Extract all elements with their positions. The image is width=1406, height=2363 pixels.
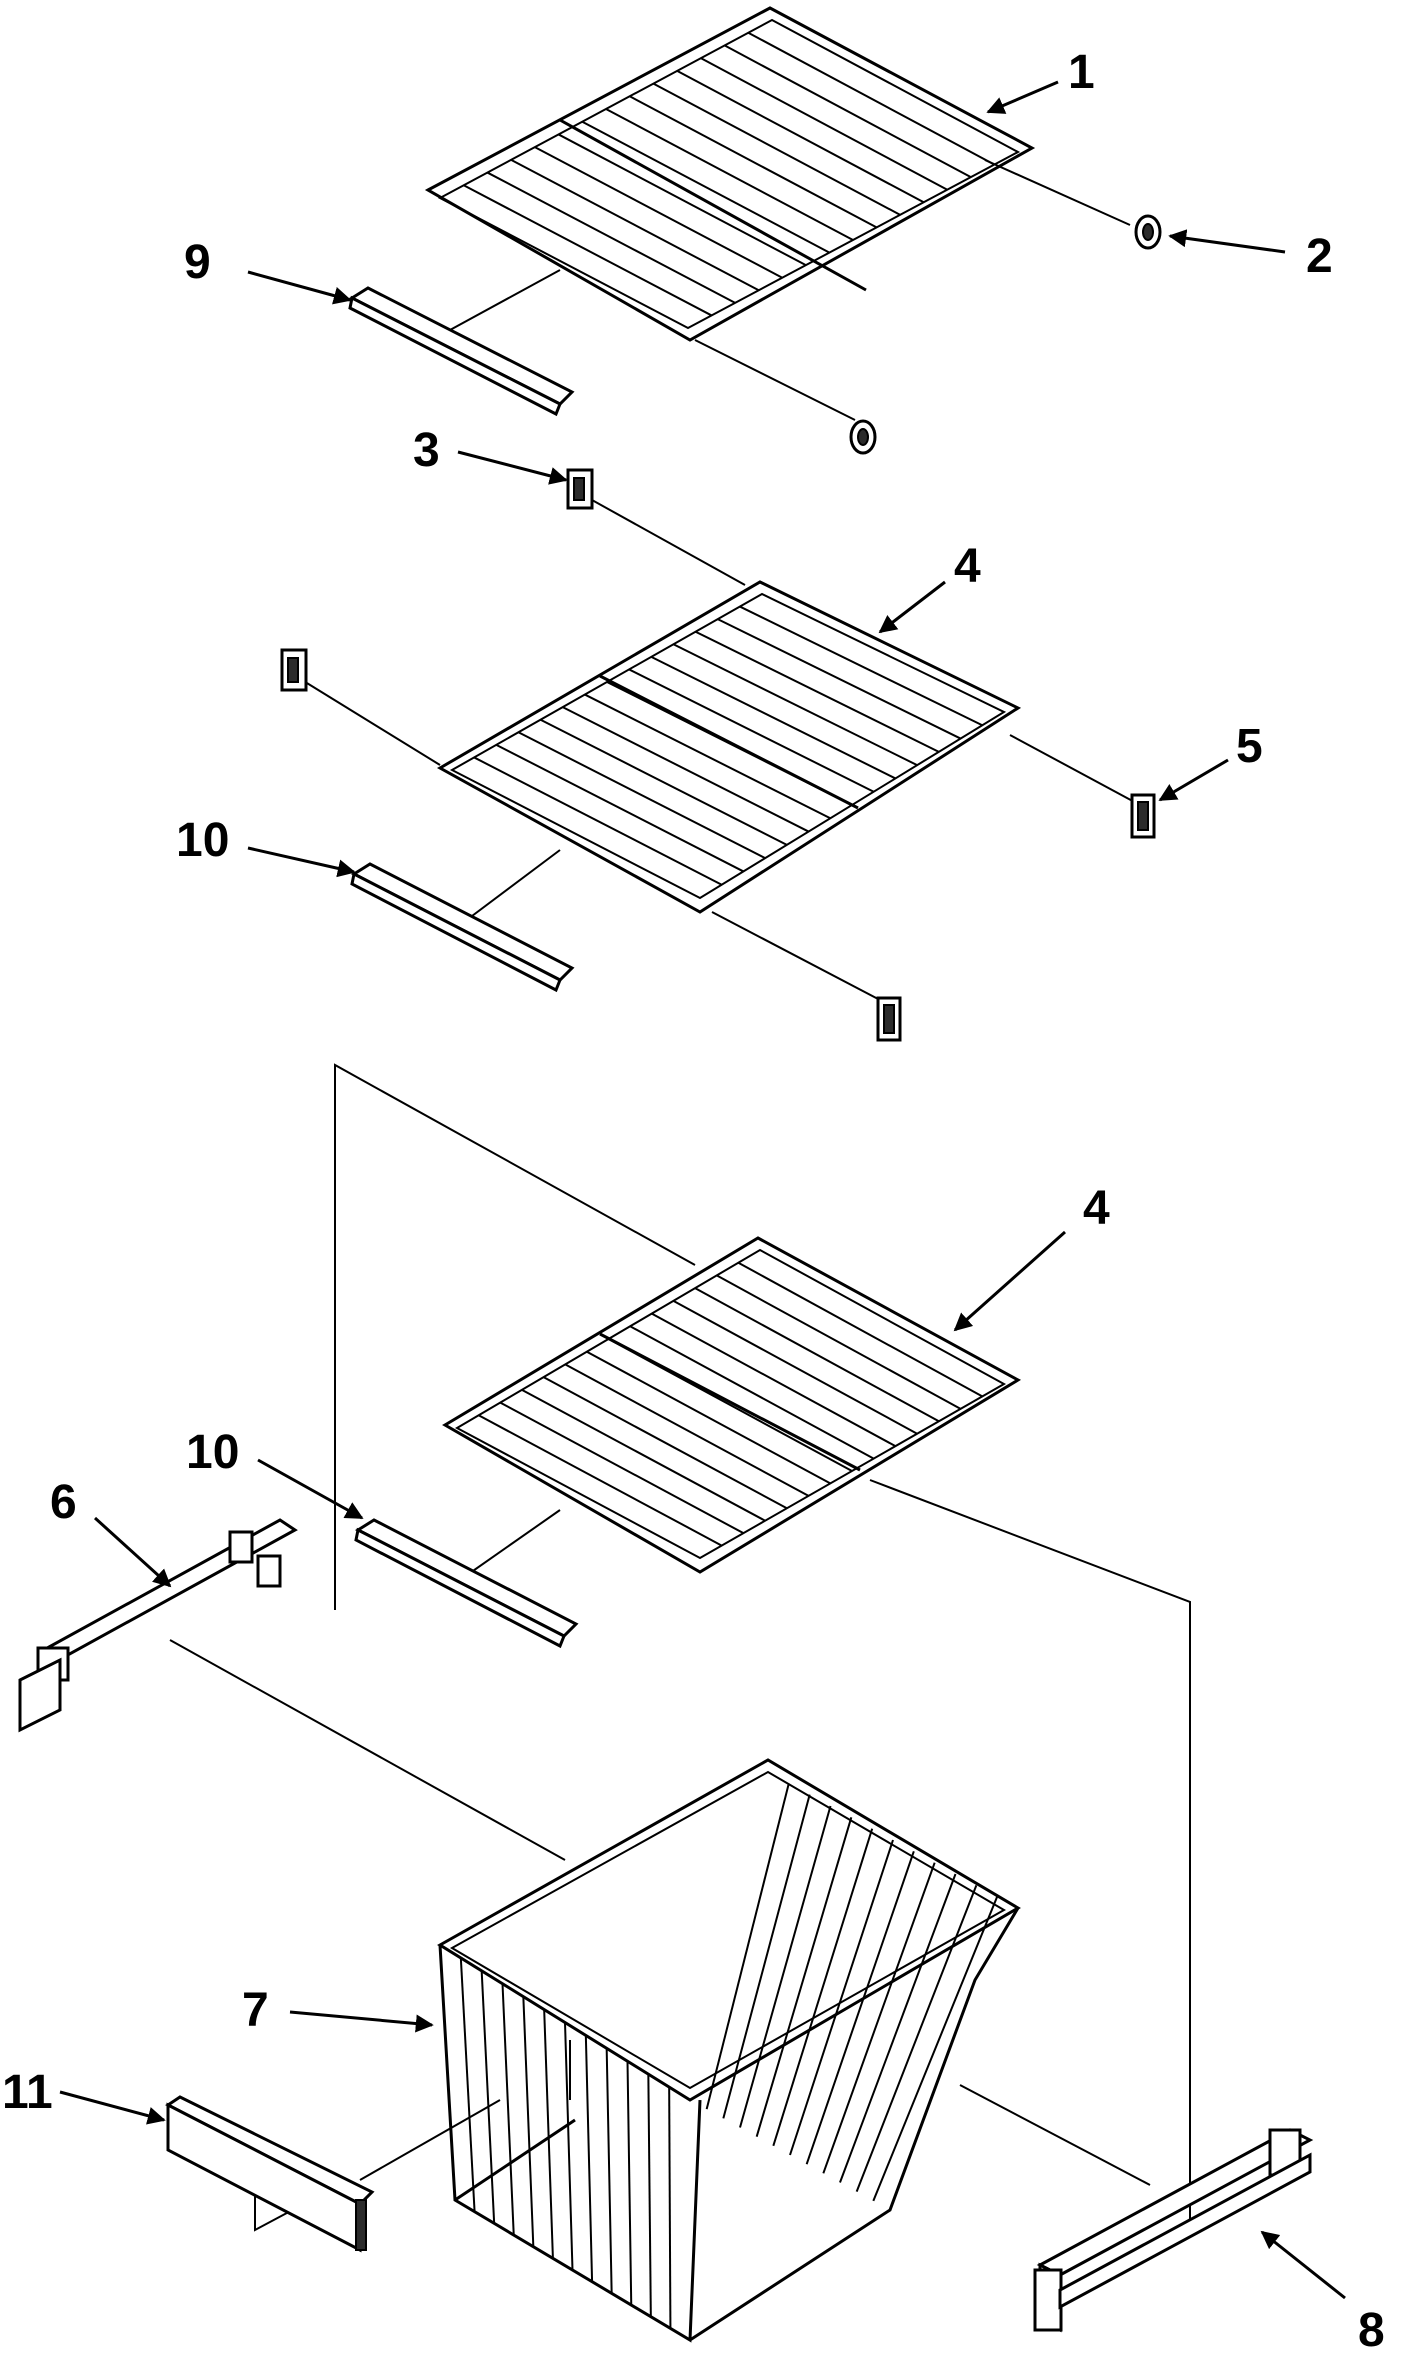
shelf-support-clip	[876, 996, 902, 1042]
wire-rod	[521, 1388, 766, 1522]
callout-leaders	[59, 80, 1346, 2300]
shelf-trim-9	[348, 286, 575, 417]
callout-10-lower: 10	[186, 1426, 239, 1479]
wire-rod	[651, 1312, 896, 1448]
wire-rod	[717, 618, 962, 740]
wire-rod	[737, 1261, 983, 1398]
wire-rod	[486, 171, 736, 304]
wire-rod	[605, 108, 854, 241]
wire-basket	[437, 1758, 1021, 2343]
callout-labels: 1 2 3 4 4 5 6 7 8 9 10 10 11	[2, 46, 1385, 2357]
basket-rod	[772, 1828, 874, 2147]
wire-rod	[695, 630, 940, 753]
callout-5: 5	[1236, 720, 1263, 773]
basket-rod	[668, 2087, 672, 2329]
guide-line	[449, 269, 561, 331]
wire-rod	[463, 184, 713, 317]
wire-rod	[564, 1363, 810, 1497]
wire-rod	[510, 158, 760, 292]
wire-rod	[478, 1414, 723, 1547]
wire-rod	[739, 605, 983, 727]
wire-shelf-middle	[436, 580, 1022, 914]
shelf-clip	[1134, 214, 1162, 250]
callout-1: 1	[1068, 46, 1095, 99]
callout-4-upper: 4	[954, 540, 981, 593]
basket-front-trim	[165, 2095, 375, 2253]
guide-line	[694, 339, 856, 421]
basket-rod	[855, 1884, 978, 2193]
callout-3: 3	[413, 424, 440, 477]
wire-shelf-top	[424, 6, 1036, 342]
wire-rod	[672, 1299, 918, 1435]
callout-8: 8	[1358, 2304, 1385, 2357]
basket-rod	[480, 1970, 496, 2224]
basket-rod	[584, 2035, 594, 2282]
wire-rod	[652, 82, 901, 216]
wire-rod	[499, 1401, 744, 1535]
wire-rod	[694, 1287, 940, 1423]
basket-rod	[564, 2022, 574, 2271]
wire-rod	[534, 146, 783, 279]
basket-rod	[839, 1873, 957, 2183]
shelf-trim-10	[350, 862, 575, 993]
wire-shelf-lower	[442, 1236, 1022, 1574]
wire-rod	[650, 655, 896, 780]
wire-rod	[517, 731, 766, 860]
guide-line	[984, 159, 1131, 226]
shelf-support-clip	[280, 648, 308, 692]
basket-rod	[739, 1805, 832, 2128]
basket-rod	[501, 1983, 515, 2236]
basket-rod	[822, 1862, 936, 2174]
wire-rod	[628, 668, 875, 793]
wire-rod	[584, 693, 831, 820]
basket-rod	[755, 1817, 853, 2137]
left-basket-rail	[18, 1518, 298, 1733]
wire-rod	[540, 718, 788, 846]
wire-rod	[724, 44, 972, 179]
right-basket-rail	[1033, 2128, 1314, 2333]
basket-rod	[605, 2048, 613, 2294]
wire-rod	[629, 1325, 875, 1460]
wire-rod	[747, 31, 995, 166]
basket-rod	[872, 1896, 999, 2202]
guide-line	[334, 1063, 696, 1610]
basket-rod	[705, 1783, 790, 2110]
guide-line	[869, 1479, 1191, 2228]
wire-rod	[672, 643, 918, 767]
callout-2: 2	[1306, 230, 1333, 283]
wire-rod	[716, 1274, 962, 1410]
shelf-support-clip	[566, 468, 594, 510]
wire-rod	[700, 57, 948, 191]
wire-rod	[676, 69, 925, 204]
wire-rod	[581, 120, 830, 254]
basket-rod	[722, 1794, 811, 2119]
wire-rod	[473, 756, 723, 886]
basket-rod	[789, 1839, 894, 2156]
basket-rod	[522, 1996, 535, 2247]
callout-10-upper: 10	[176, 814, 229, 867]
basket-rod	[626, 2061, 633, 2306]
callout-11: 11	[2, 2066, 53, 2119]
wire-rod	[586, 1350, 831, 1485]
wire-rod	[495, 743, 744, 873]
callout-9: 9	[184, 236, 211, 289]
callout-7: 7	[242, 1984, 269, 2037]
wire-rod	[562, 706, 810, 833]
basket-rod	[459, 1957, 476, 2212]
wire-rod	[629, 95, 878, 229]
basket-rod	[647, 2074, 652, 2317]
shelf-support-clip-5	[1130, 793, 1156, 839]
wire-rod	[543, 1376, 788, 1510]
wire-rod	[558, 133, 807, 267]
shelf-clip	[849, 419, 877, 455]
basket-rod	[543, 2009, 554, 2259]
callout-6: 6	[50, 1476, 77, 1529]
callout-4-lower: 4	[1083, 1182, 1110, 1235]
shelf-trim-10	[354, 1518, 579, 1649]
basket-rod	[805, 1851, 915, 2165]
